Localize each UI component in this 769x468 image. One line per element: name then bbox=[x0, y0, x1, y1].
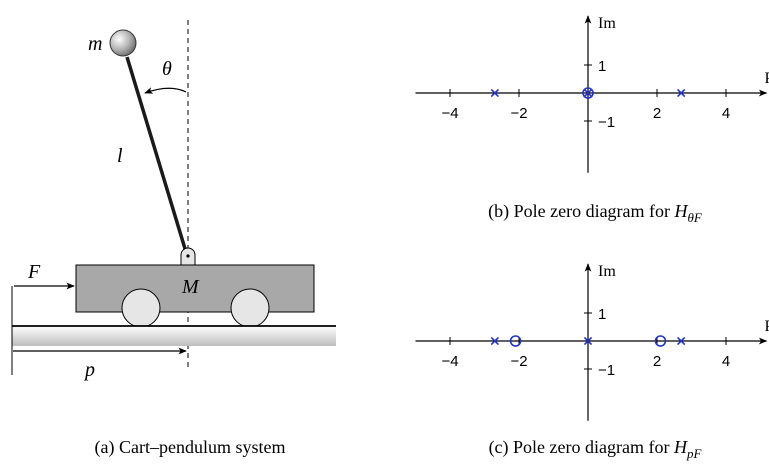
zero-marker bbox=[654, 335, 667, 347]
pole-marker bbox=[490, 88, 500, 98]
cart-pendulum-panel: m θ l M F p (a) Cart–pendulum system bbox=[11, 20, 336, 458]
pole-marker bbox=[583, 88, 593, 98]
caption-a: (a) Cart–pendulum system bbox=[95, 437, 286, 458]
cart-body bbox=[75, 264, 315, 313]
y-tick-label: 1 bbox=[598, 58, 606, 75]
pole-zero-diagram-theta: (b) Pole zero diagram for HθF Re Im −4 −2 2 4… bbox=[415, 15, 769, 225]
x-tick-label: −2 bbox=[510, 105, 527, 122]
y-tick-label: −1 bbox=[598, 114, 615, 131]
pole-marker bbox=[490, 336, 500, 346]
pole-marker bbox=[676, 336, 686, 346]
axis-label-re: Re bbox=[765, 70, 769, 87]
label-theta: θ bbox=[162, 58, 172, 80]
label-F: F bbox=[27, 261, 41, 283]
label-l: l bbox=[117, 145, 123, 167]
pole-marker bbox=[583, 336, 593, 346]
axis-label-im: Im bbox=[598, 15, 616, 32]
y-tick-label: 1 bbox=[598, 306, 606, 323]
axis-label-re: Re bbox=[765, 318, 769, 335]
zero-marker bbox=[509, 335, 522, 347]
x-tick-label: −4 bbox=[441, 353, 458, 370]
ground bbox=[12, 326, 336, 346]
pendulum-rod bbox=[125, 56, 188, 253]
label-m: m bbox=[88, 33, 102, 55]
x-tick-label: 4 bbox=[722, 105, 730, 122]
zero-marker bbox=[582, 87, 594, 99]
pendulum-mass bbox=[109, 29, 137, 57]
caption-c: (c) Pole zero diagram for HpF bbox=[489, 437, 703, 461]
pole-marker bbox=[676, 88, 686, 98]
x-tick-label: 2 bbox=[653, 353, 661, 370]
wheel-left bbox=[121, 288, 161, 328]
x-tick-label: 2 bbox=[653, 105, 661, 122]
wheel-right bbox=[230, 288, 270, 328]
axis-label-im: Im bbox=[598, 263, 616, 280]
label-p: p bbox=[83, 359, 95, 381]
pole-zero-diagram-position: (c) Pole zero diagram for HpF Re Im −4 −2 2 4… bbox=[415, 263, 769, 461]
theta-arc bbox=[144, 87, 187, 94]
caption-b: (b) Pole zero diagram for HθF bbox=[488, 201, 703, 225]
x-tick-label: 4 bbox=[722, 353, 730, 370]
x-tick-label: −2 bbox=[510, 353, 527, 370]
y-tick-label: −1 bbox=[598, 362, 615, 379]
x-tick-label: −4 bbox=[441, 105, 458, 122]
label-M: M bbox=[181, 276, 200, 298]
